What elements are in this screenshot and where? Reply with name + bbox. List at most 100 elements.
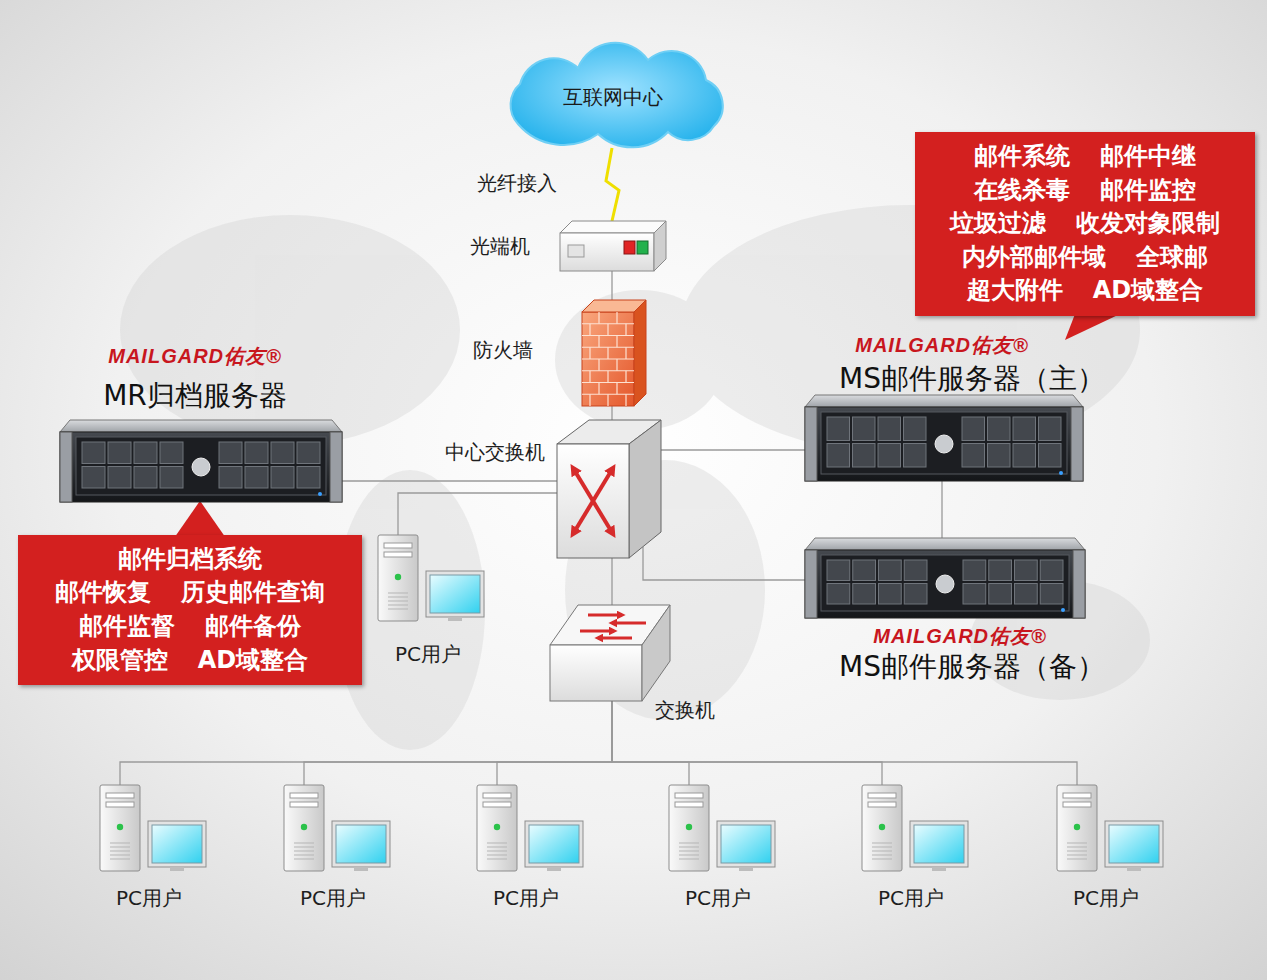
vent-line <box>872 843 892 844</box>
vent-line <box>294 847 314 848</box>
pc-tower <box>669 785 709 871</box>
brand-logo: MAILGARD佑友® <box>873 624 1047 648</box>
drive-bay <box>245 467 268 489</box>
pc-icon <box>1057 783 1165 873</box>
power-led <box>494 824 500 830</box>
network-cable <box>398 493 557 535</box>
pc-screen <box>721 825 771 863</box>
drive-bay <box>1039 444 1062 468</box>
drive-bay <box>988 444 1011 468</box>
drive-slot <box>868 793 896 798</box>
pc-icon <box>284 783 392 873</box>
drive-slot <box>290 802 318 807</box>
power-led <box>117 824 123 830</box>
pc-screen <box>152 825 202 863</box>
drive-bay <box>827 584 850 605</box>
drive-bay <box>962 444 985 468</box>
callout-row: 邮件监督邮件备份 <box>34 610 346 644</box>
monitor-stand <box>170 867 184 871</box>
internet-cloud: 互联网中心 <box>478 46 748 148</box>
rack-ear <box>805 550 817 618</box>
server-front <box>805 550 1085 618</box>
server-top <box>60 420 342 432</box>
device-label: 防火墙 <box>473 338 533 362</box>
archive-server: MAILGARD佑友®MR归档服务器 <box>60 420 342 502</box>
drive-bay <box>963 560 986 581</box>
pc-monitor <box>717 821 775 867</box>
pc-monitor <box>910 821 968 867</box>
network-cable <box>497 701 612 785</box>
feature-callout: 邮件归档系统邮件恢复历史邮件查询邮件监督邮件备份权限管控AD域整合 <box>18 535 362 685</box>
rack-ear <box>60 432 72 502</box>
monitor-stand <box>448 617 462 621</box>
feature-text: 邮件监督 <box>79 610 175 644</box>
drive-bay <box>297 467 320 489</box>
drive-bay <box>904 560 927 581</box>
switch-side <box>642 605 670 701</box>
feature-text: 在线杀毒 <box>974 174 1070 208</box>
vent-line <box>110 855 130 856</box>
drive-bay <box>1040 560 1063 581</box>
pc-screen <box>430 575 480 613</box>
vent-line <box>388 593 408 594</box>
brick-line <box>616 383 617 395</box>
switch-arrow <box>598 637 632 640</box>
vent-line <box>679 855 699 856</box>
vent-line <box>388 597 408 598</box>
device-label: 中心交换机 <box>445 440 545 464</box>
brick-line <box>598 359 599 371</box>
drive-bay <box>160 442 183 464</box>
brick-line <box>625 347 626 359</box>
feature-text: 邮件系统 <box>974 140 1070 174</box>
feature-text: 邮件中继 <box>1100 140 1196 174</box>
vent-line <box>110 851 130 852</box>
drive-slot <box>1063 802 1091 807</box>
pc-screen <box>529 825 579 863</box>
access-switch: 交换机 <box>550 605 670 701</box>
core-switch-icon <box>557 420 661 558</box>
drive-bay <box>271 442 294 464</box>
pc-label: PC用户 <box>685 886 751 910</box>
pc-user: PC用户 <box>378 533 486 623</box>
drive-bay <box>878 417 901 441</box>
pc-tower <box>1057 785 1097 871</box>
drive-bay <box>989 584 1012 605</box>
vent-line <box>679 847 699 848</box>
firewall-side <box>634 300 646 406</box>
pc-user: PC用户 <box>477 783 585 873</box>
monitor-stand <box>739 867 753 871</box>
monitor-stand <box>354 867 368 871</box>
pc-label: PC用户 <box>1073 886 1139 910</box>
firewall-front <box>582 312 634 406</box>
vent-line <box>872 855 892 856</box>
server-led <box>318 492 322 496</box>
brick-line <box>589 324 590 336</box>
rack-ear <box>805 407 817 481</box>
power-led <box>686 824 692 830</box>
network-cable <box>611 271 612 300</box>
mail-server: MAILGARD佑友®MS邮件服务器（主） <box>805 395 1083 481</box>
device-label: 交换机 <box>655 698 715 722</box>
device-top <box>560 221 666 233</box>
vent-line <box>487 847 507 848</box>
drive-bay <box>827 417 850 441</box>
switch-arrow <box>580 630 614 633</box>
feature-text: 邮件归档系统 <box>118 543 262 577</box>
drive-bay <box>1015 584 1038 605</box>
network-cable <box>120 701 612 785</box>
drive-bay <box>1013 444 1036 468</box>
drive-bay <box>134 467 157 489</box>
brick-line <box>589 347 590 359</box>
drive-slot <box>106 793 134 798</box>
drive-bay <box>134 442 157 464</box>
drive-bay <box>853 584 876 605</box>
network-cable <box>611 558 612 605</box>
vent-line <box>679 843 699 844</box>
pc-monitor <box>148 821 206 867</box>
callout-row: 邮件系统邮件中继 <box>931 140 1239 174</box>
drive-bay <box>853 560 876 581</box>
vent-line <box>110 859 130 860</box>
drive-bay <box>879 560 902 581</box>
network-cable <box>611 406 612 420</box>
server-badge <box>935 435 953 453</box>
